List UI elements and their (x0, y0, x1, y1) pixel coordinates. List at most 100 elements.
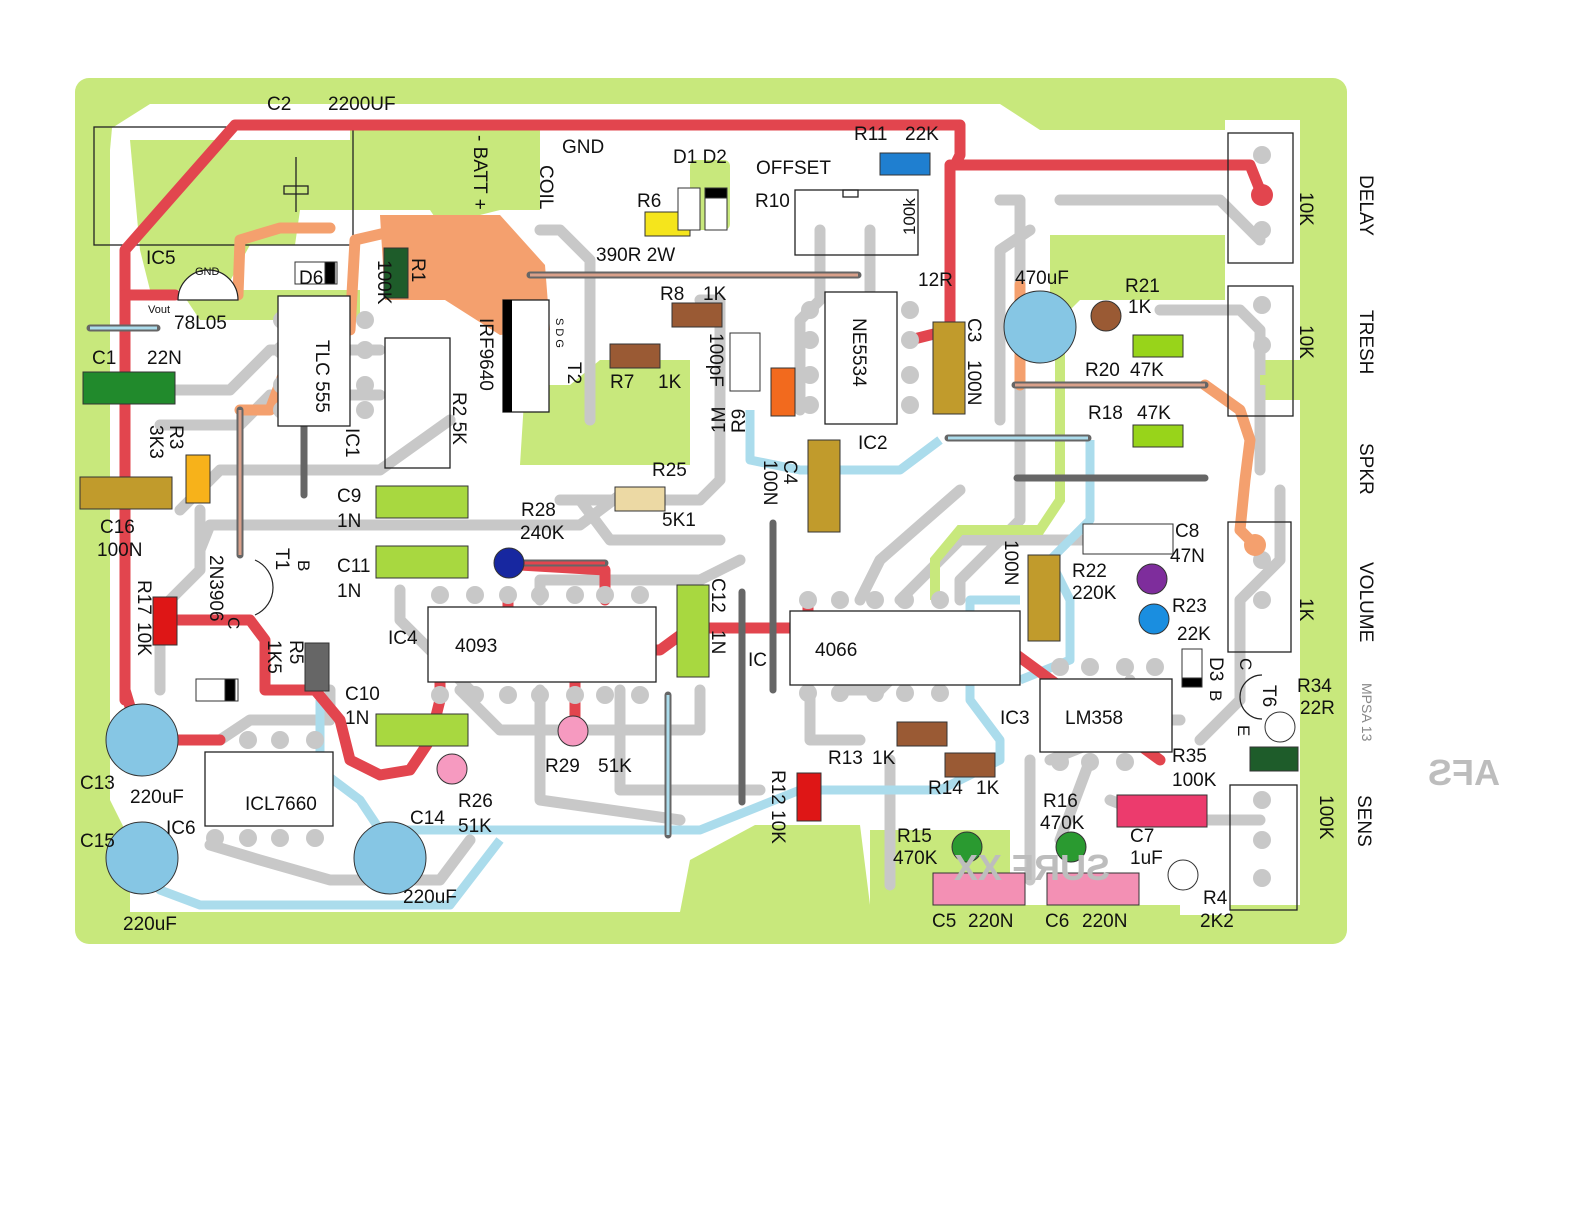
label-components-c4-ref: C4 (779, 460, 800, 485)
gnd-label: GND (562, 137, 604, 158)
label-components-c2-value: 2200UF (328, 94, 396, 115)
silkscreen-afs: AFS (1428, 752, 1500, 793)
label-components-ic6-value: ICL7660 (245, 794, 317, 815)
label-components-r13-ref: R13 (828, 748, 863, 769)
ic-bodies (204, 291, 1173, 827)
connector-labels: GND - BATT + COIL OFFSET D1 D2 DELAY TRE… (469, 135, 1376, 847)
label-components-c3-value: 100N (963, 360, 984, 405)
pot-tresh-value: 10K (1295, 325, 1316, 359)
pot-sens[interactable] (1229, 784, 1298, 911)
label-components-c8-ref: C8 (1175, 521, 1199, 542)
label-components-r2-ref: R2 5K (448, 392, 469, 445)
label-components-c9-ref: C9 (337, 486, 361, 507)
label-components-c470-value: 470uF (1015, 268, 1069, 289)
ic-pads (206, 146, 1271, 887)
mpsa13-label: MPSA 13 (1359, 683, 1375, 742)
label-components-t2-value: IRF9640 (475, 318, 496, 391)
pot-volume-value: 1K (1295, 598, 1316, 622)
label-components-t6-pin_c: C (1236, 658, 1255, 670)
label-components-r12-ref: R12 (767, 770, 788, 805)
label-components-cpf-value: 100pF (705, 333, 726, 387)
pot-volume[interactable] (1227, 521, 1292, 653)
label-components-c10-value: 1N (345, 708, 369, 729)
label-components-r8-value: 1K (703, 284, 727, 305)
pot-r2[interactable] (384, 337, 451, 469)
label-components-r6-value: 390R 2W (596, 245, 675, 266)
label-components-d6-ref: D6 (299, 268, 323, 289)
sens-label: SENS (1353, 795, 1374, 847)
label-components-c16-value: 100N (97, 540, 142, 561)
small-parts (195, 187, 1296, 891)
label-components-c6-ref: C6 (1045, 911, 1069, 932)
label-components-t6-pin_b: B (1206, 690, 1225, 701)
label-components-r4-value: 2K2 (1200, 911, 1234, 932)
label-components-c15-value: 220uF (123, 914, 177, 935)
label-components-r20-ref: R20 (1085, 360, 1120, 381)
offset-label: OFFSET (756, 158, 831, 179)
label-components-c14-value: 220uF (403, 887, 457, 908)
resistors (152, 152, 1299, 822)
label-components-t1-value: 2N3906 (205, 555, 226, 622)
label-components-r14-ref: R14 (928, 778, 963, 799)
label-components-r12-value: 10K (767, 810, 788, 844)
label-components-c7-value: 1uF (1130, 848, 1163, 869)
label-components-r1-ref: R1 (407, 258, 428, 282)
label-components-r28-value: 240K (520, 523, 565, 544)
pot-delay[interactable] (1227, 132, 1294, 264)
label-components-c3-ref: C3 (963, 318, 984, 342)
label-components-c5-value: 220N (968, 911, 1013, 932)
label-components-r11-value: 22K (905, 124, 939, 145)
label-components-r1-value: 100K (373, 260, 394, 305)
spkr-label: SPKR (1355, 443, 1376, 495)
label-components-r18-ref: R18 (1088, 403, 1123, 424)
batt-label: - BATT + (469, 135, 490, 210)
label-components-r6-ref: R6 (637, 191, 661, 212)
label-components-r16-value: 470K (1040, 813, 1085, 834)
label-components-ic2-ref: IC2 (858, 433, 888, 454)
label-components-r9-ref: R9 (729, 409, 750, 433)
label-components-r16-ref: R16 (1043, 791, 1078, 812)
volume-label: VOLUME (1355, 562, 1376, 642)
label-components-ic5-value: 78L05 (174, 313, 227, 334)
label-components-r15-value: 470K (893, 848, 938, 869)
label-components-r8-ref: R8 (660, 284, 684, 305)
label-components-r17-value: 10K (133, 622, 154, 656)
label-components-r31-value: 12R (918, 270, 953, 291)
label-components-c1-ref: C1 (92, 348, 116, 369)
label-components-r11-ref: R11 (854, 124, 887, 145)
label-components-r34-ref: R34 (1297, 676, 1332, 697)
label-components-ic3-ref: IC3 (1000, 708, 1030, 729)
label-components-r26-ref: R26 (458, 791, 493, 812)
label-components-r20-value: 47K (1130, 360, 1164, 381)
label-components-r22-value: 220K (1072, 583, 1117, 604)
label-components-r34-value: 22R (1300, 698, 1335, 719)
label-components-c11-value: 1N (337, 581, 361, 602)
label-components-ic1-value: TLC 555 (311, 340, 332, 413)
label-components-c2-ref: C2 (267, 94, 291, 115)
label-components-r21-value: 1K (1128, 297, 1152, 318)
label-components-r23-ref: R23 (1172, 596, 1207, 617)
label-components-ic5-ref: IC5 (146, 248, 176, 269)
label-components-c1-value: 22N (147, 348, 182, 369)
silkscreen-surf-xx: SURF XX (954, 847, 1110, 888)
label-components-r15-ref: R15 (897, 826, 932, 847)
label-components-r35-ref: R35 (1172, 746, 1207, 767)
label-components-ic3-value: LM358 (1065, 708, 1123, 729)
label-components-c4-value: 100N (759, 460, 780, 505)
label-components-r7-value: 1K (658, 372, 682, 393)
pot-sens-value: 100K (1315, 795, 1336, 840)
pot-tresh[interactable] (1227, 285, 1294, 417)
label-components-r9-value: 1M (709, 407, 730, 433)
coil-label: COIL (535, 165, 556, 209)
tresh-label: TRESH (1355, 310, 1376, 374)
label-components-c12-ref: C12 (707, 578, 728, 613)
label-components-r7-ref: R7 (610, 372, 634, 393)
label-components-c10-ref: C10 (345, 684, 380, 705)
label-components-c8-value: 47N (1170, 546, 1205, 567)
label-components-t1-ref: T1 (271, 548, 292, 570)
label-components-c5-ref: C5 (932, 911, 956, 932)
label-components-r25-ref: R25 (652, 460, 687, 481)
label-components-r5-value: 1K5 (263, 640, 284, 674)
label-components-r3-ref: R3 (165, 425, 186, 449)
